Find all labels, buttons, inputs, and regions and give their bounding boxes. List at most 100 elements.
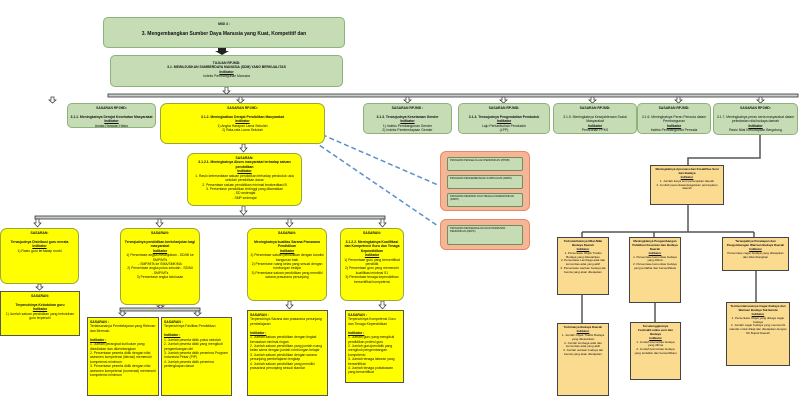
- program-item: PROGRAM PENGENDALIAN DAN PERIZINAN PENDI…: [447, 225, 523, 245]
- box-text-line: SASARAN:: [30, 231, 49, 235]
- box-text-line: 3.1.6. Meningkatnya Peran Pemuda dalam P…: [641, 114, 707, 124]
- sasaran-3-1-2-box: SASARAN RPJMD: 3.1.2. Meningkatkan Deraj…: [160, 103, 325, 144]
- sasaran-sarana-prasarana-box: SASARAN: Meningkatnya kualitas Sarana Pr…: [247, 228, 327, 301]
- box-text-line: 3.1.1. Meningkatnya Derajat Kesehatan Ma…: [70, 114, 153, 119]
- festival-seni-box: Terselenggaranya Festival/Lomba seni dan…: [630, 322, 681, 380]
- box-text-line: SASARAN:: [31, 294, 49, 298]
- indikator-label: Indikator: [32, 307, 48, 312]
- box-text-line: Terlestarikannya Nilai-Nilai Budaya Daer…: [563, 239, 603, 247]
- misi-box: MISI 3 : 3. Mengembangkan Sumber Daya Ma…: [103, 17, 345, 48]
- box-text-line: SASARAN :: [90, 320, 109, 324]
- sasaran-kompetensi-guru-box: SASARAN :Terpenuhinya Kompetensi Guru da…: [345, 310, 404, 383]
- indikator-label: Indikator: [152, 248, 168, 253]
- sasaran-3-1-7-box: SASARAN RPJMD: 3.1.7. Meningkatnya peran…: [713, 103, 798, 135]
- box-text-line: 1. Jumlah satuan pendidikan dengan tingk…: [250, 335, 317, 344]
- indikator-label: Indikator :: [90, 337, 107, 342]
- pelatihan-kesenian-box: Meningkatnya Pengembangan Pelatihan Kese…: [629, 237, 681, 303]
- box-text-line: Terpenuhinya Kompetensi Guru dan Tenaga …: [348, 317, 396, 326]
- box-text-line: Indeks Pembangunan Pemuda: [650, 128, 698, 133]
- box-text-line: Indeks Pembangunan Manusia: [203, 74, 250, 79]
- box-text-line: - SMP/MTs: [151, 270, 169, 275]
- box-text-line: 3.1.2. Meningkatkan Derajat Pendidikan M…: [201, 114, 284, 119]
- box-text-line: 2. Persentase Lembaga adat dan komunitas…: [560, 258, 606, 267]
- box-text-line: SASARAN:: [235, 156, 254, 160]
- box-text-line: Laju Pertumbuhan Penduduk: [482, 123, 526, 128]
- box-text-line: 4. Jumlah peserta didik penerima perleng…: [164, 359, 214, 369]
- indikator-label: Indikator :: [250, 330, 267, 335]
- indikator-label: Indikator: [648, 250, 662, 255]
- box-text-line: SASARAN :: [348, 313, 367, 317]
- indikator-label: Indikator: [496, 119, 512, 124]
- box-text-line: Angka Harapan Hidup: [94, 123, 129, 128]
- box-text-line: Persentase cagar budaya yang ditetapkan …: [727, 250, 784, 259]
- box-text-line: 3.1.2.1. Meningkatnya Akses masyarakat t…: [198, 160, 291, 169]
- sasaran-3-1-5-box: SASARAN RPJMD: 3.1.5. Meningkatnya Kesej…: [553, 103, 637, 134]
- box-text-line: 3. Jumlah tenaga laboran yang bersertifi…: [348, 357, 395, 366]
- box-text-line: Terwujudnya pendidikan berkelanjutan bag…: [124, 239, 196, 249]
- sasaran-3-1-6-box: SASARAN RPJMD: 3.1.6. Meningkatnya Peran…: [637, 103, 711, 134]
- box-text-line: 1) Jumlah satuan pendidikan yang kebutuh…: [5, 311, 75, 321]
- indikator-label: Indikator: [32, 244, 47, 249]
- sasaran-distribusi-guru-box: SASARAN: Terwujudnya Distribusi guru mer…: [0, 228, 79, 284]
- box-text-line: - SD sederajat: [233, 191, 256, 196]
- program-item: PROGRAM PENGEMBANGAN KURIKULUM (DDPK): [447, 175, 523, 189]
- box-text-line: 2. Jumlah satuan pendidikan yang jumlah …: [250, 343, 323, 353]
- indikator-label: Indikator: [649, 335, 662, 340]
- box-text-line: 3. Persentase peserta didik dengan nilai…: [90, 364, 156, 378]
- box-text-line: 1. Jumlah perangkat kurikulum yang dised…: [90, 342, 145, 351]
- box-text-line: 3. Persentase warisan budaya tak benda y…: [560, 266, 606, 275]
- box-text-line: 2. Jumlah guru/pendidik yang mengikuti p…: [348, 343, 393, 357]
- box-text-line: 3.1.3. Terwujudnya Kesetaraan Gender: [376, 114, 439, 119]
- box-text-line: 1. Jumlah peserta didik putus sekolah: [164, 337, 221, 342]
- indikator-label: Indikator: [748, 123, 763, 128]
- box-text-line: 1. Jumlah guru yang mengikuti pendidikan…: [348, 335, 395, 344]
- indikator-label: Indikator: [279, 248, 295, 253]
- sasaran-3-1-3-box: SASARAN RPJMD : 3.1.3. Terwujudnya Keset…: [363, 103, 452, 134]
- box-text-line: Terinventarisasinya Cagar Budaya dan War…: [730, 304, 786, 312]
- cagar-budaya-box: Terinventarisasinya Cagar Budaya dan War…: [726, 302, 790, 366]
- box-text-line: 1. Jumlah Objek Tradisi Budaya yang dile…: [561, 332, 605, 341]
- program-item: PROGRAM PENGELOLAAN PENDIDIKAN (PPDB): [447, 157, 523, 171]
- box-text-line: 1. Jumlah komunitas budaya yang dibina: [636, 339, 675, 348]
- box-text-line: Meningkatnya kualitas Sarana Prasarana P…: [254, 239, 320, 249]
- box-text-line: Terpenuhinya Fasilitas Pendidikan: [164, 324, 216, 329]
- box-text-line: 2) Rata-rata Lama Sekolah: [222, 128, 263, 133]
- box-text-line: 2. Jumlah peserta didik yang mengikuti p…: [164, 342, 223, 351]
- indikator-label: Indikator: [680, 174, 694, 179]
- box-text-line: 2) Persentase angka putus sekolah - SD/M…: [127, 266, 193, 271]
- box-text-line: Terlaksananya Pembelajaran yang Relevan …: [90, 324, 156, 333]
- box-text-line: Terselenggaranya Festival/Lomba seni dan…: [638, 324, 673, 336]
- sasaran-pembelajaran-box: SASARAN :Terlaksananya Pembelajaran yang…: [87, 317, 159, 396]
- indikator-label: Indikator: [104, 119, 119, 124]
- apresiasi-seni-budaya-box: Meningkatnya Apresiasi dan Kreatifitas S…: [650, 165, 724, 205]
- box-text-line: 4. Jumlah tenaga pustakawan yang bersert…: [348, 366, 394, 375]
- box-text-line: 2) Persentase ruang kelas yang sesuai de…: [251, 261, 323, 271]
- box-text-line: 3.1.4. Terwujudnya Pengendalian Penduduk: [468, 114, 540, 119]
- box-text-line: SASARAN :: [164, 320, 183, 324]
- indikator-label: Indikator: [235, 119, 250, 124]
- box-text-line: 3) Persentase satuan pendidikan yang mem…: [251, 270, 323, 280]
- box-text-line: 4. Jumlah satuan pendidikan yang memilik…: [250, 361, 315, 371]
- box-text-line: 1) Rasio guru terhadap murid: [17, 248, 62, 253]
- sasaran-3-1-4-box: SASARAN RPJMD: 3.1.4. Terwujudnya Pengen…: [458, 103, 550, 134]
- box-text-line: Meningkatnya Apresiasi dan Kreatifitas S…: [655, 167, 719, 175]
- indikator-label: Indikator: [576, 328, 590, 333]
- box-text-line: (LPP): [499, 128, 509, 133]
- warisan-budaya-box: Terwujudnya Penetapan dan Pengembangan W…: [722, 237, 789, 271]
- box-text-line: Terwujudnya Penetapan dan Pengembangan W…: [726, 239, 785, 247]
- box-text-line: SASARAN RPJMD:: [658, 106, 690, 110]
- box-text-line: SASARAN RPJMD:: [227, 106, 258, 110]
- box-text-line: 2) Indeks Pemberdayaan Gender: [382, 128, 433, 133]
- box-text-line: SASARAN RPJMD:: [579, 106, 611, 110]
- box-text-line: 1. Jumlah karya seni pertunjukan daerah: [659, 178, 715, 183]
- box-text-line: SASARAN RPJMD :: [391, 106, 424, 110]
- box-text-line: SASARAN:: [151, 231, 169, 235]
- box-text-line: SASARAN RPJMD:: [488, 106, 520, 110]
- box-text-line: Terwujudnya Distribusi guru merata: [10, 239, 69, 244]
- sasaran-fasilitas-pendidikan-box: SASARAN :Terpenuhinya Fasilitas Pendidik…: [161, 317, 232, 396]
- indikator-label: Indikator: [237, 169, 252, 174]
- box-text-line: 2. Persentase peserta didik dengan nilai…: [90, 350, 152, 364]
- box-text-line: SASARAN:: [363, 231, 381, 235]
